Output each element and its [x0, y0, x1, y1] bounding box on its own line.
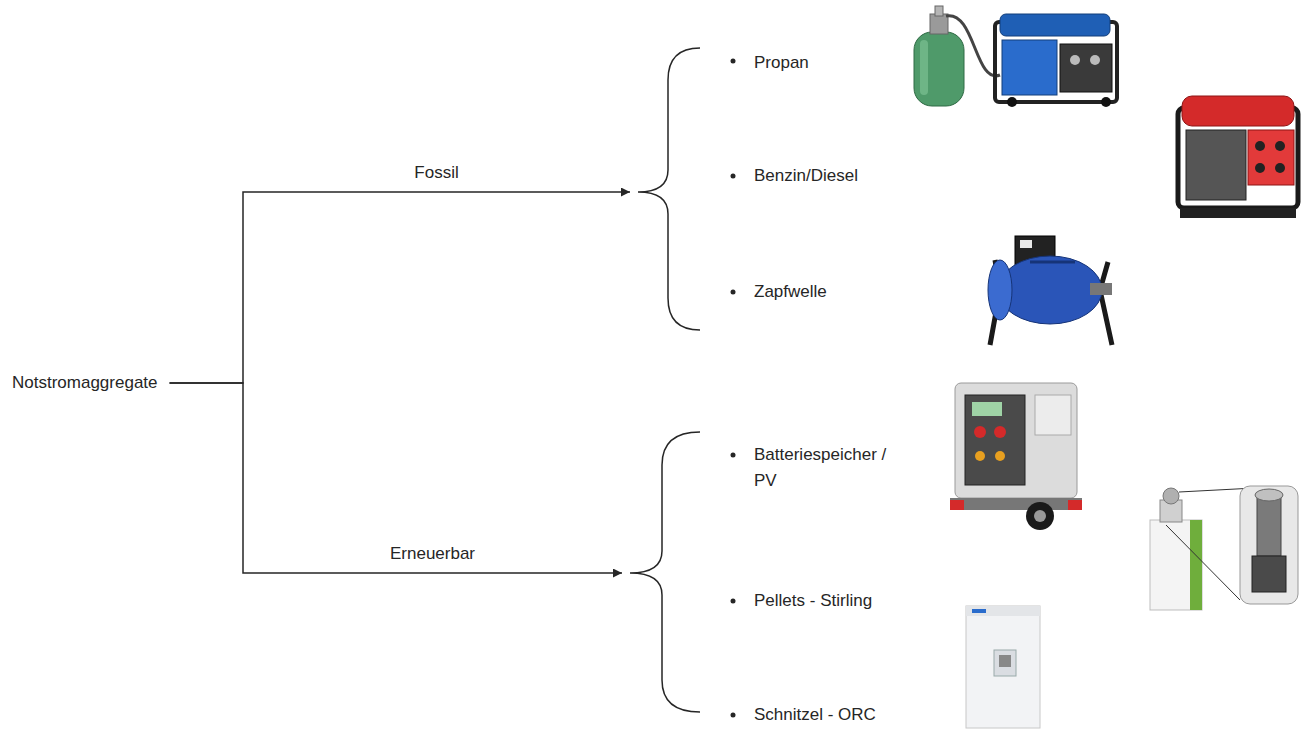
branch-label: Fossil [411, 162, 461, 184]
propane-generator-picture-part [1060, 44, 1112, 92]
list-item: Benzin/Diesel [754, 163, 914, 189]
orc-unit-picture [966, 606, 1040, 728]
petrol-generator-picture-part [1180, 208, 1296, 218]
bullet-dot-part [731, 290, 736, 295]
pellet-stirling-picture [1150, 486, 1298, 610]
propane-generator-picture-part [1000, 14, 1110, 36]
bracket-list: Batteriespeicher / PV Pellets - StirlingS… [622, 425, 912, 730]
petrol-generator-picture-part [1186, 130, 1246, 200]
bullet-dot-part [731, 59, 736, 64]
battery-trailer-picture-part [975, 451, 985, 461]
pellet-stirling-picture-part [1166, 525, 1240, 600]
pto-generator-picture [988, 236, 1112, 345]
bracket-list: PropanBenzin/DieselZapfwelle [630, 40, 920, 340]
petrol-generator-picture-part [1182, 96, 1294, 126]
battery-trailer-picture-part [1026, 502, 1054, 530]
petrol-generator-picture-part [1255, 141, 1265, 151]
pellet-stirling-picture-part [1257, 496, 1281, 556]
propane-generator-picture-part [920, 40, 928, 95]
root-title: Notstromaggregate [12, 370, 158, 396]
battery-trailer-picture-part [974, 426, 986, 438]
battery-trailer-picture-part [972, 402, 1002, 416]
pto-generator-picture-part [1030, 261, 1075, 264]
propane-generator-picture-part [1070, 55, 1080, 65]
battery-trailer-picture-part [955, 383, 1077, 498]
bullet-dot [731, 59, 736, 718]
petrol-generator-picture-part [1248, 130, 1294, 185]
orc-unit-picture-part [994, 650, 1016, 676]
pto-generator-picture-part [988, 260, 1012, 320]
pellet-stirling-picture-part [1252, 556, 1286, 592]
brace [630, 48, 700, 712]
list-item: Zapfwelle [754, 279, 914, 305]
bullet-dot-part [731, 453, 736, 458]
battery-trailer-picture-part [1034, 510, 1046, 522]
pellet-stirling-picture-part [1240, 486, 1298, 604]
branch-arrow [170, 383, 622, 573]
propane-generator-picture-part [1101, 97, 1111, 107]
bullet-dot-part [731, 599, 736, 604]
root-label: Notstromaggregate [10, 368, 170, 398]
propane-generator-picture-part [935, 6, 943, 16]
pto-generator-picture-part [1020, 240, 1032, 248]
propane-generator-picture-part [930, 14, 948, 34]
orc-unit-picture-part [972, 609, 986, 613]
orc-unit-picture-part [999, 655, 1011, 667]
pellet-stirling-picture-part [1190, 520, 1202, 610]
bullet-dot-part [731, 174, 736, 179]
pellet-stirling-picture-part [1163, 488, 1179, 504]
propane-generator-picture-part [1090, 55, 1100, 65]
brace-part [638, 48, 700, 330]
branch-arrow [170, 192, 630, 383]
list-item: Pellets - Stirling [754, 588, 914, 614]
propane-generator-picture [914, 6, 1117, 107]
battery-trailer-picture-part [965, 395, 1025, 485]
propane-generator-picture-part [946, 16, 1000, 76]
orc-unit-picture-part [966, 606, 1040, 616]
branch-label: Erneuerbar [387, 543, 478, 565]
list-item: Batteriespeicher / PV [754, 442, 906, 494]
petrol-generator-picture-part [1275, 163, 1285, 173]
list-item: Propan [754, 50, 914, 76]
pellet-stirling-picture-part [1150, 520, 1202, 610]
brace-part [630, 432, 700, 712]
orc-unit-picture-part [966, 606, 1040, 728]
battery-trailer-picture-part [995, 451, 1005, 461]
battery-trailer-picture-part [1068, 500, 1082, 510]
petrol-generator-picture-part [1255, 163, 1265, 173]
propane-generator-picture-part [1007, 97, 1017, 107]
battery-trailer-picture [950, 383, 1082, 530]
petrol-generator-picture [1178, 96, 1298, 218]
bullet-dot-part [731, 713, 736, 718]
pellet-stirling-picture-part [1255, 489, 1283, 501]
battery-trailer-picture-part [950, 500, 964, 510]
propane-generator-picture-part [1002, 40, 1057, 95]
battery-trailer-picture-part [994, 426, 1006, 438]
battery-trailer-picture-part [1035, 395, 1071, 435]
petrol-generator-picture-part [1275, 141, 1285, 151]
propane-generator-picture-part [914, 32, 964, 106]
list-item: Schnitzel - ORC [754, 702, 914, 728]
pto-generator-picture-part [1090, 283, 1112, 295]
pto-generator-picture-part [998, 256, 1102, 324]
battery-trailer-picture-part [950, 498, 1082, 510]
